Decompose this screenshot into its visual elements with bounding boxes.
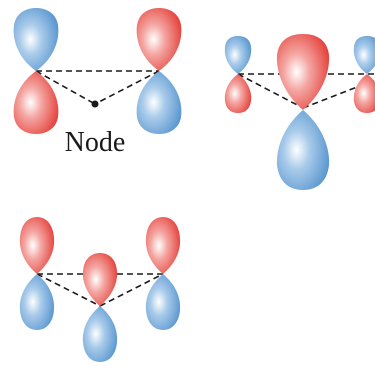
panel-three-orbitals-equal <box>19 217 181 362</box>
orbital-lobe-blue <box>145 274 181 330</box>
bond-dash-right-lower <box>99 273 164 307</box>
node-label: Node <box>65 127 126 158</box>
orbital-lobe-red <box>136 8 182 71</box>
node-point <box>91 100 99 108</box>
orbital-lobe-blue <box>82 306 118 362</box>
bond-dash-left-lower <box>237 73 304 109</box>
orbital-lobe-blue <box>276 110 330 190</box>
orbital-lobe-red <box>13 71 59 134</box>
panel-three-orbitals-large-center <box>224 34 375 190</box>
orbital-lobe-red <box>145 217 181 274</box>
node-dash-left <box>35 70 96 105</box>
panel-two-orbitals-node: Node <box>13 8 182 158</box>
orbital-lobe-blue <box>136 71 182 134</box>
orbital-lobe-red <box>276 34 330 110</box>
orbital-lobe-red <box>82 253 118 306</box>
orbital-lobe-blue <box>13 8 59 71</box>
orbital-lobe-blue <box>353 36 375 74</box>
node-dash-right <box>94 70 160 105</box>
orbital-lobe-red <box>353 74 375 113</box>
orbital-lobe-red <box>224 74 252 113</box>
orbital-lobe-red <box>19 217 55 274</box>
bond-dash-left-lower <box>36 273 101 307</box>
orbital-lobe-blue <box>19 274 55 330</box>
orbital-lobe-blue <box>224 36 252 74</box>
